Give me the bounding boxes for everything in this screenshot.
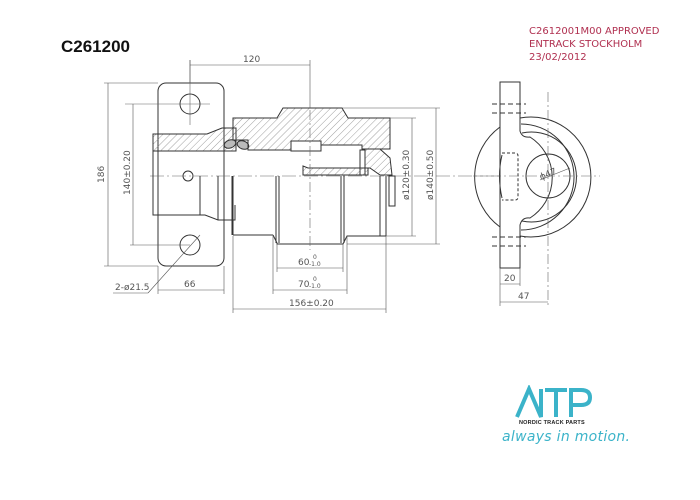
dim-side-47: 47: [518, 292, 529, 302]
front-section-view: [125, 60, 500, 267]
dim-60-tol-lower: -1.0: [309, 261, 321, 268]
dim-120: 120: [243, 55, 260, 65]
ntp-logo-mark: [515, 385, 593, 418]
part-number-title: C261200: [61, 37, 131, 56]
approval-line-2: ENTRACK STOCKHOLM: [529, 39, 643, 50]
dim-186: 186: [97, 166, 107, 183]
ntp-logo: NORDIC TRACK PARTS always in motion.: [502, 385, 645, 455]
mounting-flange: [157, 82, 225, 267]
dim-70-tol-lower: -1.0: [309, 283, 321, 290]
dim-70-tol-upper: 0: [313, 276, 317, 283]
roller-shell: [232, 107, 391, 151]
dim-60: 60: [298, 258, 310, 268]
logo-subtitle: NORDIC TRACK PARTS: [519, 420, 585, 426]
dim-70: 70: [298, 280, 310, 290]
dim-holes: 2-ø21.5: [115, 283, 150, 293]
dim-60-tol-upper: 0: [313, 254, 317, 261]
approval-date: 23/02/2012: [529, 52, 587, 63]
side-view: [473, 81, 600, 306]
dimension-texts: 120 186 140±0.20 2-ø21.5 66 60 0 -1.0 70…: [97, 55, 436, 309]
dimension-lines: [104, 60, 440, 313]
dim-140-hole-spacing: 140±0.20: [123, 150, 133, 195]
dim-66: 66: [184, 280, 196, 290]
approval-line-1: C2612001M00 APPROVED: [529, 26, 660, 37]
dim-dia-140: ø140±0.50: [426, 149, 436, 200]
dim-156: 156±0.20: [289, 299, 334, 309]
dim-side-20: 20: [504, 274, 516, 284]
dim-dia-120: ø120±0.30: [402, 149, 412, 200]
approval-stamp: C2612001M00 APPROVED ENTRACK STOCKHOLM 2…: [529, 25, 659, 64]
logo-slogan: always in motion.: [502, 429, 631, 445]
